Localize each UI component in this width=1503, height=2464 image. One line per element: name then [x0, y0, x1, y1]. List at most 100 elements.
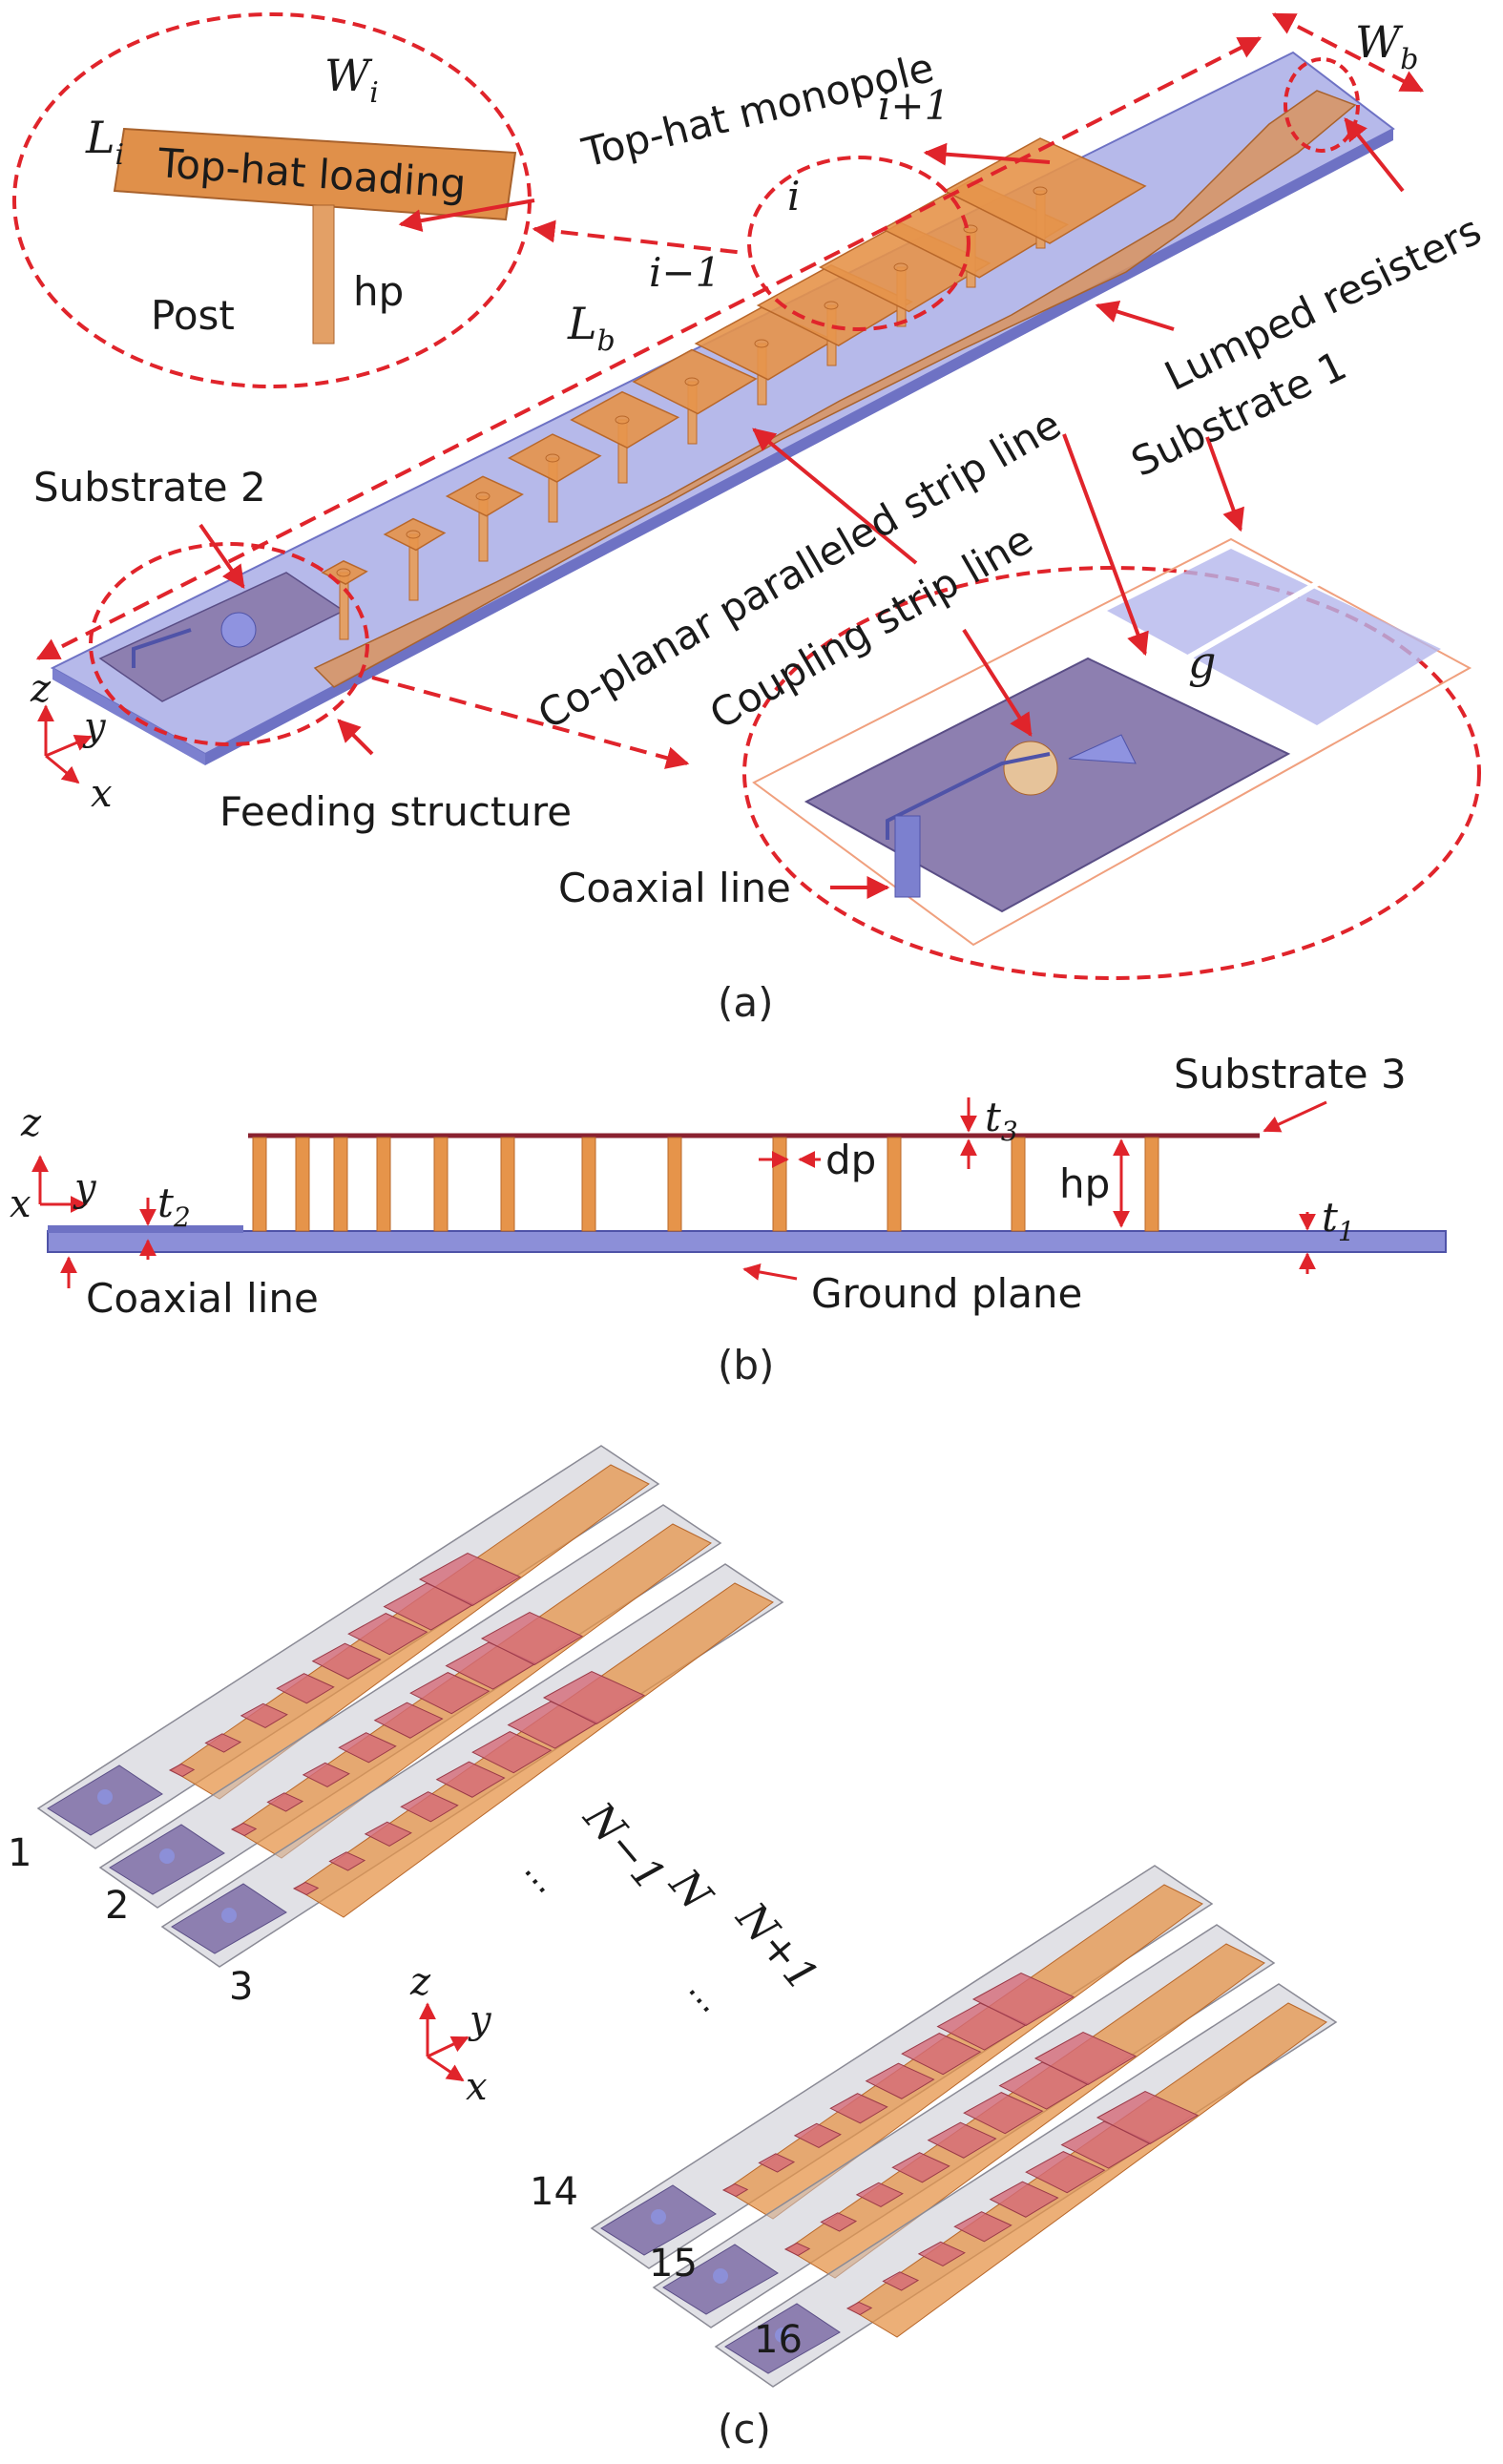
post-side: [667, 1137, 682, 1232]
label-hp-b: hp: [1059, 1160, 1110, 1207]
label-post: Post: [151, 292, 235, 339]
array-top-hat: [865, 2062, 935, 2099]
axis-z-a: z: [30, 667, 52, 711]
array-top-hat: [882, 2271, 920, 2291]
array-top-hat: [1033, 2031, 1138, 2086]
label-coaxial-a: Coaxial line: [558, 865, 791, 911]
post-side: [1144, 1137, 1159, 1232]
array-feed-disk: [97, 1789, 113, 1805]
label-t3: t3: [985, 1094, 1018, 1147]
array-feed-disk: [159, 1848, 175, 1864]
array-top-hat: [435, 1761, 506, 1798]
array-top-hat: [917, 2241, 966, 2266]
array-top-hat: [971, 1972, 1075, 2027]
label-feeding: Feeding structure: [219, 788, 572, 835]
post-side: [581, 1137, 596, 1232]
axis-y-b: y: [73, 1166, 97, 1210]
array-top-hat: [240, 1702, 288, 1728]
label-dp: dp: [825, 1137, 876, 1183]
label-n-plus-1: N+1: [726, 1893, 827, 2001]
element-number-15: 15: [649, 2242, 698, 2286]
array-top-hat: [829, 2093, 888, 2124]
array-top-hat: [266, 1792, 304, 1812]
caption-b: (b): [718, 1342, 774, 1389]
array-group-upper: [36, 1445, 784, 1968]
post-side: [333, 1137, 348, 1232]
element-number-14: 14: [530, 2170, 578, 2214]
substrate-board-edge: [52, 668, 205, 765]
ground-plane: [47, 1230, 1447, 1253]
array-top-hat: [418, 1552, 522, 1607]
label-substrate-3: Substrate 3: [1174, 1051, 1407, 1097]
feed-link-arrow: [371, 676, 690, 769]
array-top-hat: [758, 2153, 796, 2173]
element-number-16: 16: [754, 2318, 803, 2362]
annotation-arrows-a: [198, 117, 1405, 899]
ellipsis-b: ...: [680, 1970, 731, 2020]
array-top-hat: [471, 1731, 553, 1774]
label-w-b: Wb: [1355, 16, 1419, 76]
array-top-hat: [1025, 2151, 1106, 2194]
post-side: [500, 1137, 515, 1232]
post-side: [433, 1137, 449, 1232]
array-top-hat: [793, 2122, 842, 2148]
array-top-hat: [338, 1732, 397, 1764]
caption-c: (c): [718, 2406, 771, 2453]
array-top-hat: [276, 1673, 335, 1704]
post-side: [376, 1137, 391, 1232]
ellipsis-a: ...: [516, 1850, 567, 1901]
post-side: [1011, 1137, 1026, 1232]
axes-a: [37, 704, 93, 784]
label-substrate-2: Substrate 2: [33, 464, 266, 511]
annotation-arrows-b: [60, 1097, 1327, 1288]
array-top-hat: [168, 1763, 196, 1778]
array-top-hat: [302, 1762, 350, 1787]
array-feed-disk: [651, 2209, 666, 2224]
label-i-minus-1: i−1: [649, 249, 720, 296]
array-top-hat: [855, 2182, 904, 2207]
axis-z-c: z: [409, 1960, 431, 2004]
panel-b: Substrate 3 t3 dp hp t1 t2 Coaxial line …: [10, 1051, 1447, 1389]
array-top-hat: [542, 1670, 646, 1725]
axis-y-c: y: [468, 1998, 492, 2042]
dim-lb: [35, 36, 1263, 660]
label-t2: t2: [157, 1180, 191, 1233]
axis-x-b: x: [10, 1182, 31, 1226]
array-top-hat: [230, 1822, 258, 1837]
array-top-hat: [347, 1613, 428, 1656]
array-top-hat: [845, 2301, 873, 2316]
inset-link-arrow: [532, 219, 745, 255]
axes-b: [31, 1155, 88, 1213]
feed-disk: [220, 612, 257, 648]
inset-coaxial-line: [894, 815, 921, 898]
top-hat-i-ellipse: [747, 156, 971, 331]
array-top-hat: [820, 2212, 858, 2232]
axis-x-a: x: [91, 772, 113, 816]
label-l-i: Li: [85, 112, 124, 172]
label-coaxial-b: Coaxial line: [86, 1275, 319, 1322]
axis-z-b: z: [20, 1101, 42, 1145]
inset-post: [312, 204, 335, 345]
resister-ellipse: [1284, 57, 1360, 153]
array-top-hat: [783, 2242, 811, 2257]
array-top-hat: [480, 1611, 584, 1666]
panel-c: 1 2 3 14 15 16 N−1 N N+1 ... ... z y x (…: [8, 1445, 1338, 2453]
array-group-lower: [590, 1865, 1338, 2388]
inset-coupling-line: [886, 752, 1051, 840]
dim-wb: [1271, 12, 1425, 93]
posts-side: [252, 1137, 1159, 1232]
array-top-hat: [311, 1642, 382, 1680]
axis-y-a: y: [82, 705, 107, 749]
array-top-hat: [373, 1702, 444, 1739]
substrate-2-side: [48, 1225, 243, 1233]
array-top-hat: [927, 2121, 997, 2159]
array-top-hat: [409, 1672, 491, 1715]
array-top-hat: [963, 2092, 1044, 2135]
label-hp-a: hp: [353, 268, 404, 315]
element-number-3: 3: [229, 1965, 253, 2009]
label-n-minus-1: N−1: [574, 1793, 675, 1901]
array-feed-disk: [713, 2268, 728, 2284]
array-top-hat: [292, 1881, 320, 1896]
label-ground-plane: Ground plane: [811, 1270, 1082, 1317]
inset-feed-disk: [1003, 741, 1058, 796]
